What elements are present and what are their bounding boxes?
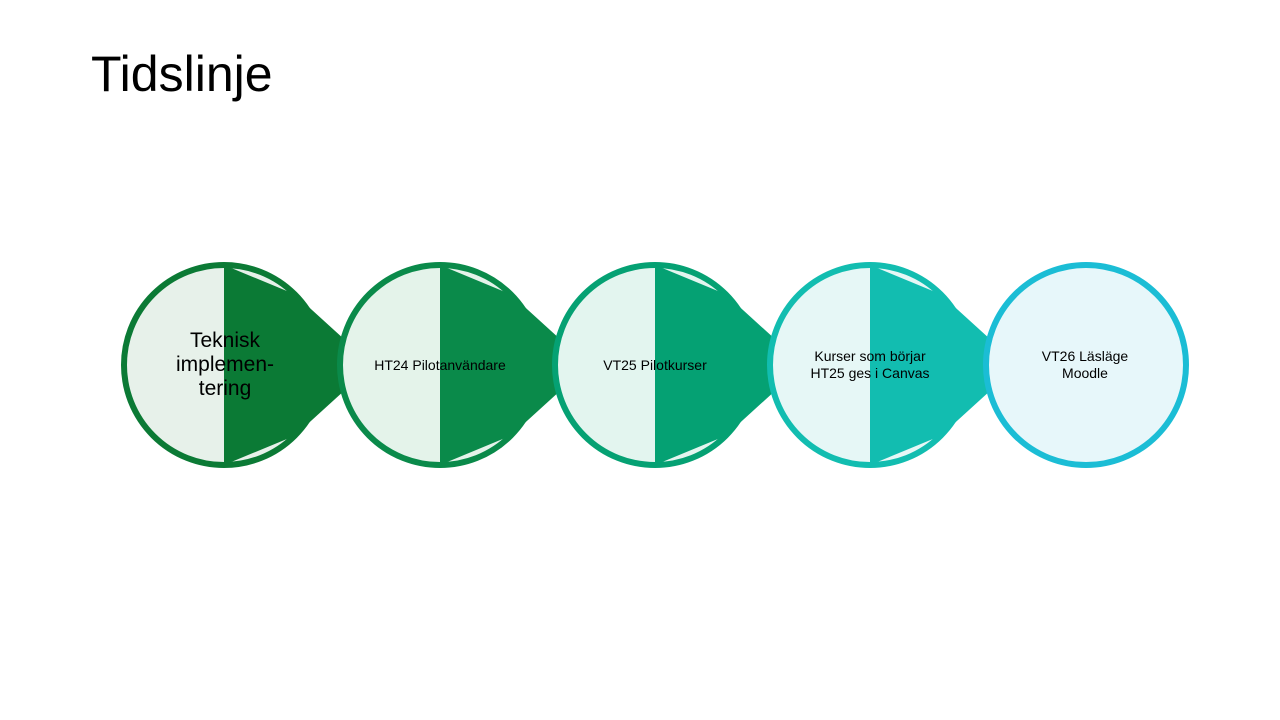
timeline-arrow-4 [870, 265, 1019, 465]
timeline-step-4-label: Kurser som börjar HT25 ges i Canvas [810, 348, 930, 381]
timeline-arrow-1 [224, 265, 373, 465]
timeline-step-5-circle [983, 262, 1189, 468]
timeline-arrow-3 [655, 265, 804, 465]
slide-title: Tidslinje [91, 46, 273, 102]
timeline-step-5-label: VT26 Läsläge Moodle [1041, 348, 1129, 381]
timeline-step-1-label: Teknisk implemen-tering [175, 329, 275, 400]
timeline-arrow-2 [440, 265, 589, 465]
timeline-step-3-label: VT25 Pilotkurser [603, 356, 707, 373]
timeline-step-2-label: HT24 Pilotanvändare [374, 356, 506, 373]
